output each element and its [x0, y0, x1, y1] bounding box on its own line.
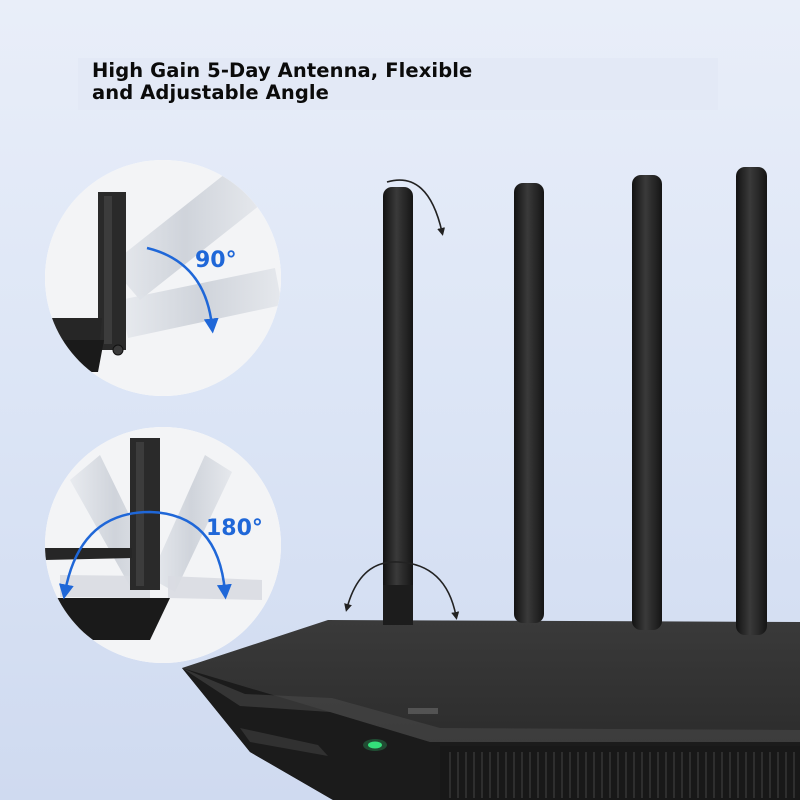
status-led-icon: [368, 741, 382, 749]
headline-line-1: High Gain 5-Day Antenna, Flexible: [92, 59, 473, 82]
angle-label-90: 90°: [195, 248, 237, 273]
headline-line-2: and Adjustable Angle: [92, 81, 329, 104]
angle-label-180: 180°: [206, 516, 263, 541]
antenna-4: [736, 167, 767, 635]
vent-grille: [449, 752, 795, 798]
rotation-arrow-icon: [386, 179, 446, 236]
headline-band: [78, 58, 718, 110]
rotation-arrow-icon: [344, 561, 460, 620]
antenna-1: [383, 187, 413, 625]
detail-circle-90: [45, 160, 281, 396]
antenna-2: [514, 183, 544, 623]
detail-circle-180: [45, 427, 281, 663]
antenna-3: [632, 175, 662, 630]
headline: High Gain 5-Day Antenna, Flexible and Ad…: [92, 60, 472, 104]
router-body: [182, 620, 800, 800]
